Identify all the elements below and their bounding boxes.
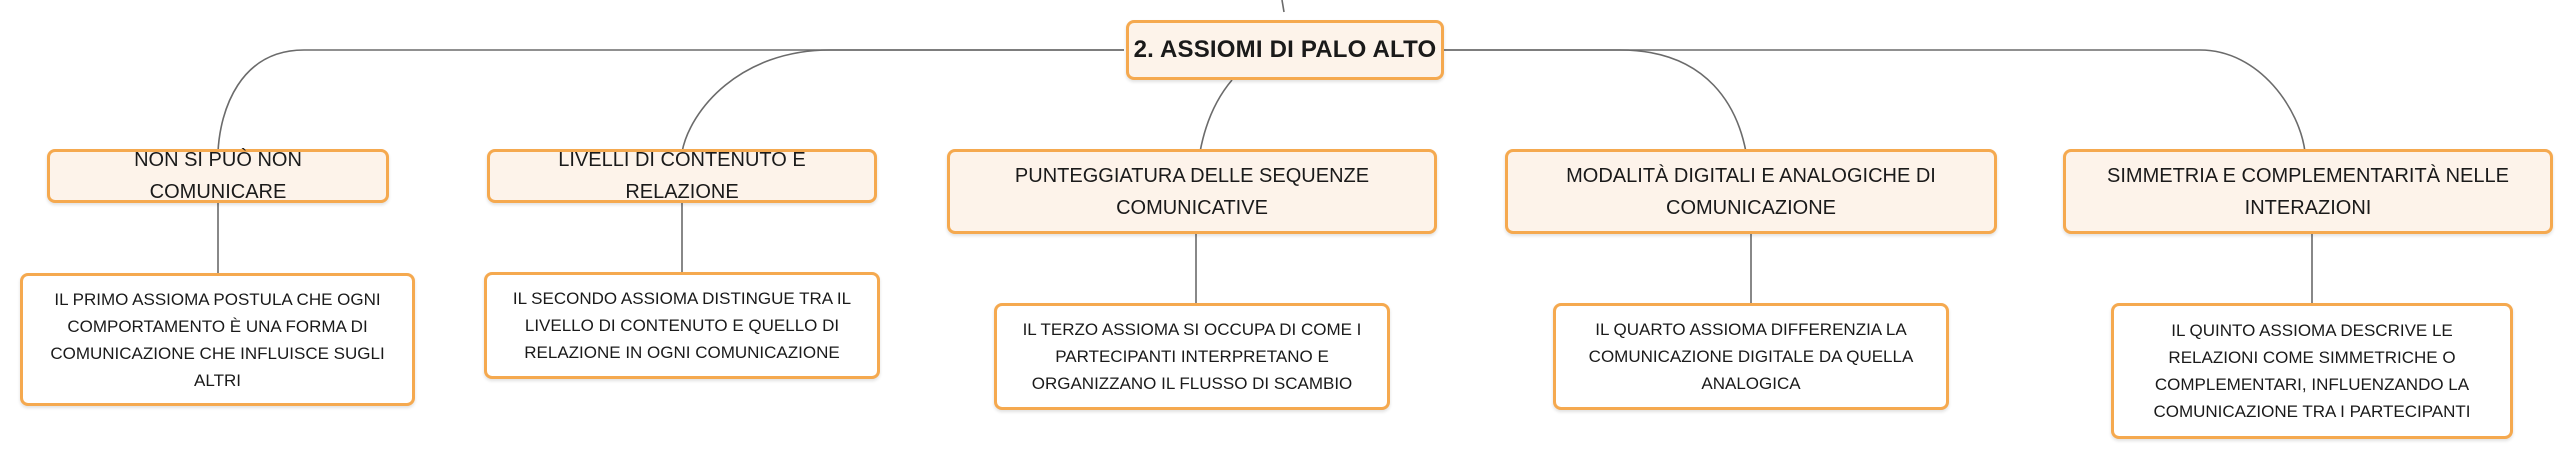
connector-parent	[1281, 0, 1285, 13]
topic-node-2[interactable]: LIVELLI DI CONTENUTO E RELAZIONE	[487, 149, 877, 203]
topic-title: MODALITÀ DIGITALI E ANALOGICHE DI COMUNI…	[1566, 164, 1936, 219]
description-node-5[interactable]: IL QUINTO ASSIOMA DESCRIVE LE RELAZIONI …	[2111, 303, 2513, 439]
topic-title: PUNTEGGIATURA DELLE SEQUENZE COMUNICATIV…	[1014, 164, 1370, 219]
description-node-3[interactable]: IL TERZO ASSIOMA SI OCCUPA DI COME I PAR…	[994, 303, 1390, 410]
connector-topic-3	[1199, 79, 1233, 153]
topic-node-4[interactable]: MODALITÀ DIGITALI E ANALOGICHE DI COMUNI…	[1505, 149, 1997, 234]
description-node-1[interactable]: IL PRIMO ASSIOMA POSTULA CHE OGNI COMPOR…	[20, 273, 415, 406]
topic-node-5[interactable]: SIMMETRIA E COMPLEMENTARITÀ NELLE INTERA…	[2063, 149, 2553, 234]
topic-title: SIMMETRIA E COMPLEMENTARITÀ NELLE INTERA…	[2107, 164, 2509, 219]
description-text: IL QUARTO ASSIOMA DIFFERENZIA LA COMUNIC…	[1588, 320, 1914, 393]
description-text: IL SECONDO ASSIOMA DISTINGUE TRA IL LIVE…	[512, 289, 852, 362]
root-title: 2. ASSIOMI DI PALO ALTO	[1133, 36, 1437, 63]
description-node-2[interactable]: IL SECONDO ASSIOMA DISTINGUE TRA IL LIVE…	[484, 272, 880, 379]
description-text: IL TERZO ASSIOMA SI OCCUPA DI COME I PAR…	[1022, 320, 1362, 393]
connector-topic-2	[681, 49, 1124, 153]
root-node[interactable]: 2. ASSIOMI DI PALO ALTO	[1126, 20, 1444, 80]
topic-title: NON SI PUÒ NON COMUNICARE	[134, 149, 302, 203]
topic-node-1[interactable]: NON SI PUÒ NON COMUNICARE	[47, 149, 389, 203]
connector-topic-4	[1444, 49, 1747, 153]
description-node-4[interactable]: IL QUARTO ASSIOMA DIFFERENZIA LA COMUNIC…	[1553, 303, 1949, 410]
topic-title: LIVELLI DI CONTENUTO E RELAZIONE	[558, 149, 806, 203]
description-text: IL PRIMO ASSIOMA POSTULA CHE OGNI COMPOR…	[50, 289, 385, 390]
connector-topic-1	[217, 49, 1124, 153]
description-text: IL QUINTO ASSIOMA DESCRIVE LE RELAZIONI …	[2153, 321, 2471, 421]
connector-topic-5	[1444, 49, 2306, 153]
topic-node-3[interactable]: PUNTEGGIATURA DELLE SEQUENZE COMUNICATIV…	[947, 149, 1437, 234]
